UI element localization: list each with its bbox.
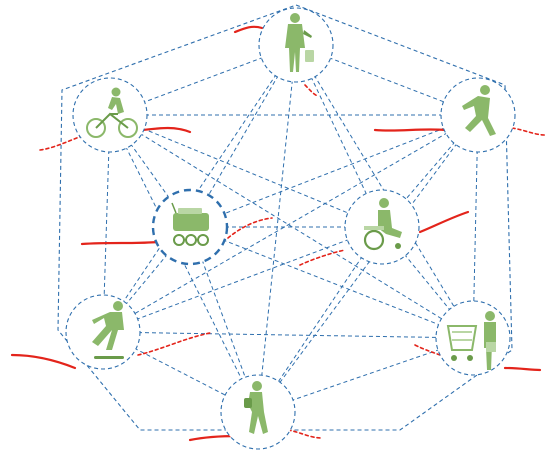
trajectory-runner-tail (511, 127, 546, 136)
cyclist-icon (86, 87, 138, 138)
trajectory-cyclist (141, 126, 192, 134)
edge-delivery-robot-shopping-cart-user (189, 226, 474, 339)
trajectory-top (233, 25, 264, 34)
person-with-bag-icon (285, 13, 314, 72)
edge-runner-skateboarder (102, 114, 479, 333)
trajectory-child-tail (287, 429, 323, 439)
trajectory-top-tail (304, 84, 319, 97)
trajectory-skater (10, 353, 77, 370)
trajectory-wheelchair (418, 210, 470, 234)
trajectory-robot-tail (227, 217, 273, 239)
edge-runner-delivery-robot (189, 114, 479, 228)
edge-pedestrian-shopper-skateboarder (102, 44, 297, 333)
trajectory-cart-tail (414, 344, 441, 356)
trajectory-cart (503, 366, 542, 372)
wheelchair-user-icon (363, 198, 402, 251)
trajectory-wheelchair-tail (299, 249, 346, 266)
runner-icon (462, 85, 496, 136)
trajectory-runner (373, 128, 447, 132)
edge-pedestrian-shopper-wheelchair-user (295, 44, 383, 228)
graph-nodes (65, 7, 516, 450)
trajectory-robot (80, 240, 159, 246)
child-walker-icon (244, 381, 268, 434)
delivery-robot-icon (171, 202, 209, 246)
edge-pedestrian-shopper-cyclist (109, 44, 297, 116)
skateboarder-icon (92, 301, 124, 359)
edge-wheelchair-user-skateboarder (102, 226, 383, 333)
edge-pedestrian-shopper-child-walker (257, 44, 297, 413)
edge-cyclist-wheelchair-user (109, 114, 383, 228)
edge-runner-child-walker (257, 114, 479, 413)
shopping-cart-icon (446, 311, 496, 370)
edge-cyclist-child-walker (109, 114, 259, 413)
trajectory-cyclist-tail (39, 134, 86, 151)
edge-skateboarder-shopping-cart-user (102, 331, 474, 339)
trajectory-skater-tail (137, 332, 211, 356)
edge-shopping-cart-user-child-walker (257, 337, 474, 413)
